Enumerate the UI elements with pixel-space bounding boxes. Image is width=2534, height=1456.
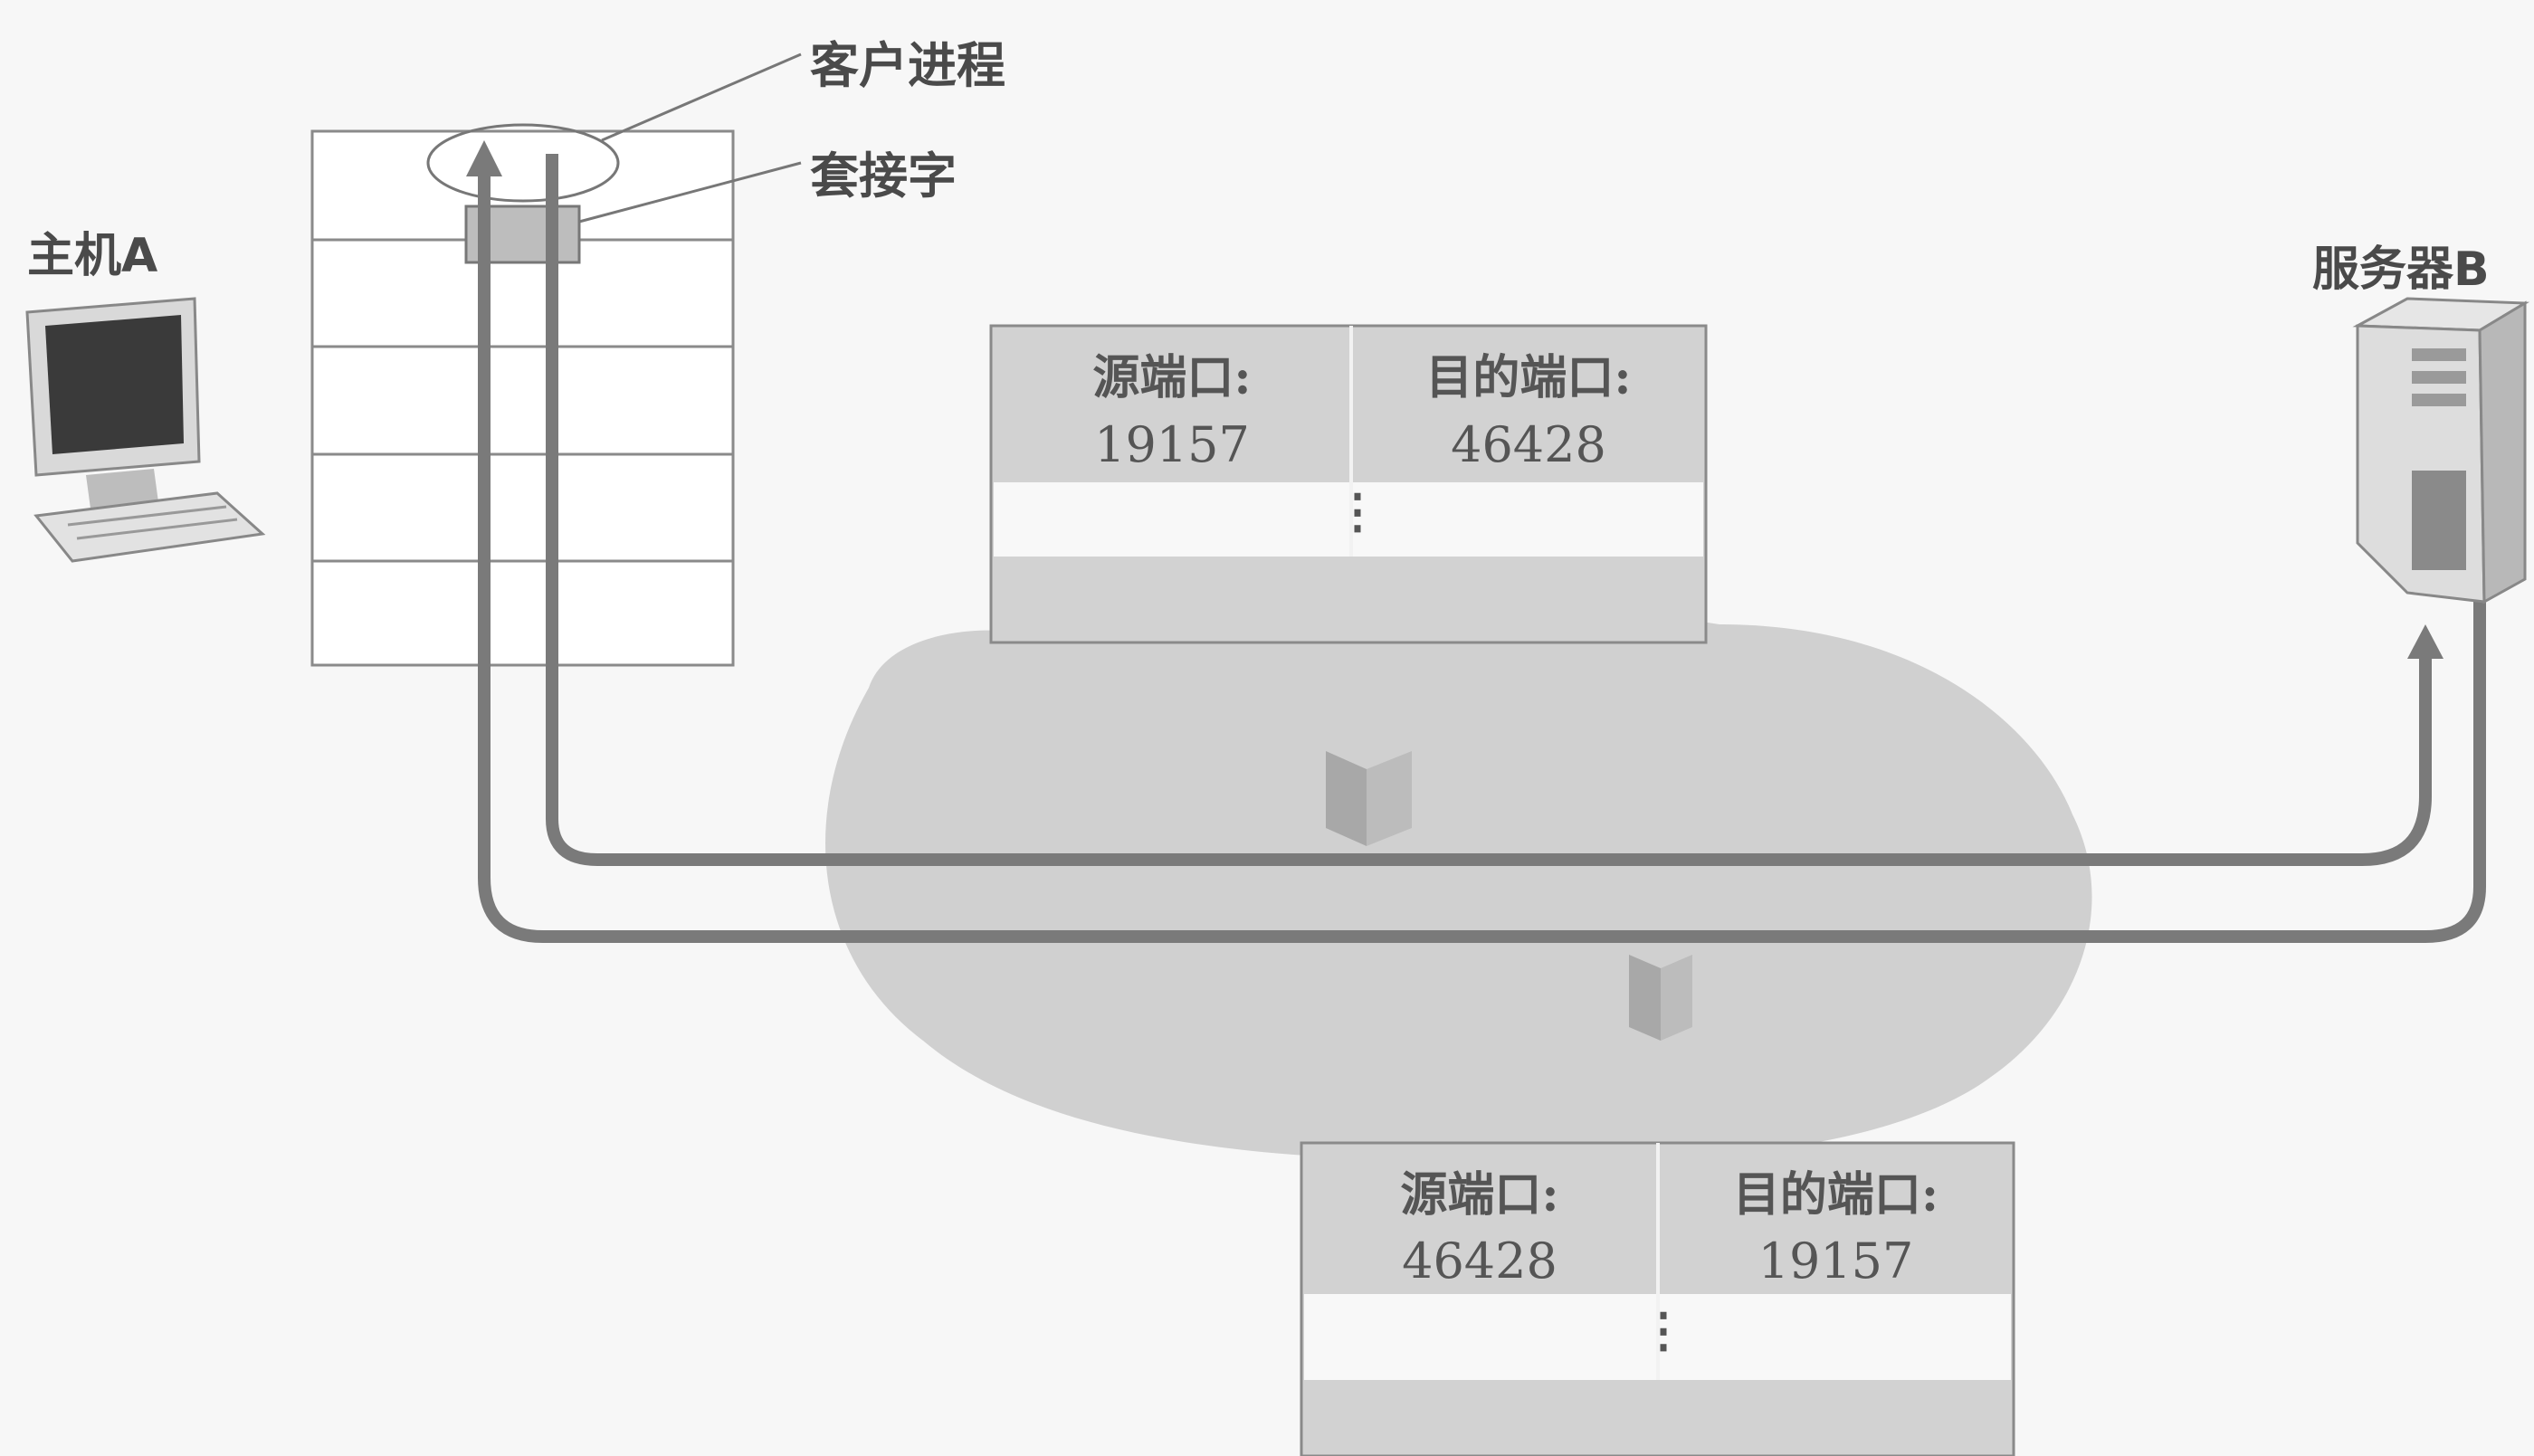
- arrowhead-up-icon: [2407, 624, 2444, 659]
- socket-leader: [578, 161, 802, 224]
- path-server-to-host: [478, 172, 2486, 943]
- path-host-to-server: [546, 154, 2432, 866]
- dst-port-value: 46428: [1451, 416, 1606, 473]
- dst-port-label: 目的端口:: [1732, 1167, 1939, 1223]
- host-a-label: 主机A: [27, 229, 158, 283]
- network-cloud: [825, 595, 2092, 1160]
- server-b-label: 服务器B: [2312, 243, 2490, 297]
- dst-port-label: 目的端口:: [1425, 350, 1632, 405]
- ellipsis: ⋮: [1334, 484, 1381, 539]
- tower-server-icon: [2352, 297, 2530, 604]
- desktop-computer-icon: [25, 297, 266, 563]
- arrowhead-up-icon: [466, 140, 502, 176]
- ellipsis: ⋮: [1640, 1303, 1687, 1358]
- src-port-label: 源端口:: [1400, 1167, 1559, 1223]
- client-process-ellipse: [426, 123, 620, 203]
- src-port-value: 46428: [1402, 1232, 1558, 1289]
- segment-table-a-to-b: [989, 324, 1708, 644]
- src-port-label: 源端口:: [1092, 350, 1252, 405]
- router-icon: [1326, 751, 1412, 846]
- segment-table-b-to-a: [1300, 1141, 2015, 1456]
- src-port-value: 19157: [1094, 416, 1250, 473]
- dst-port-value: 19157: [1758, 1232, 1914, 1289]
- router-icon: [1629, 955, 1692, 1041]
- client-process-leader: [601, 52, 802, 142]
- socket-label: 套接字: [810, 148, 957, 205]
- client-process-label: 客户进程: [810, 37, 1005, 94]
